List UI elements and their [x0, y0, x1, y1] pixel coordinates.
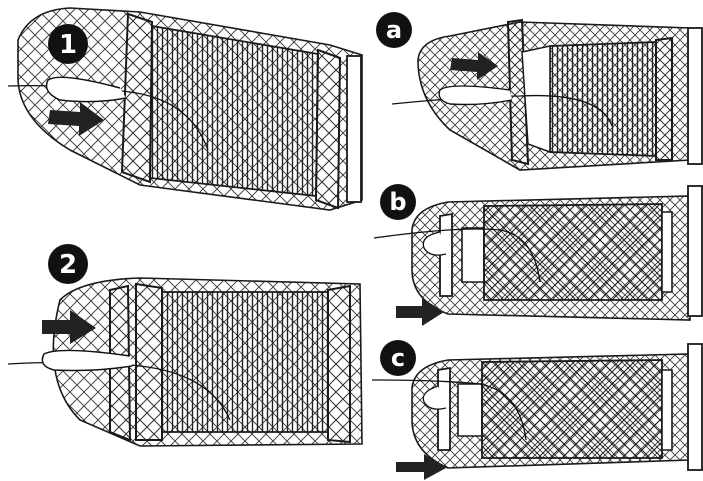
step-label-b: b	[389, 188, 406, 216]
panel-c: c	[372, 340, 702, 480]
panel-2: 2	[8, 244, 362, 446]
step-label-2: 2	[59, 250, 77, 280]
step-label-c: c	[391, 344, 405, 372]
panel-1: 1	[8, 8, 362, 210]
panel-b: b	[374, 184, 702, 326]
panel-a: a	[376, 12, 702, 170]
step-label-1: 1	[59, 30, 77, 60]
step-label-a: a	[386, 16, 402, 44]
